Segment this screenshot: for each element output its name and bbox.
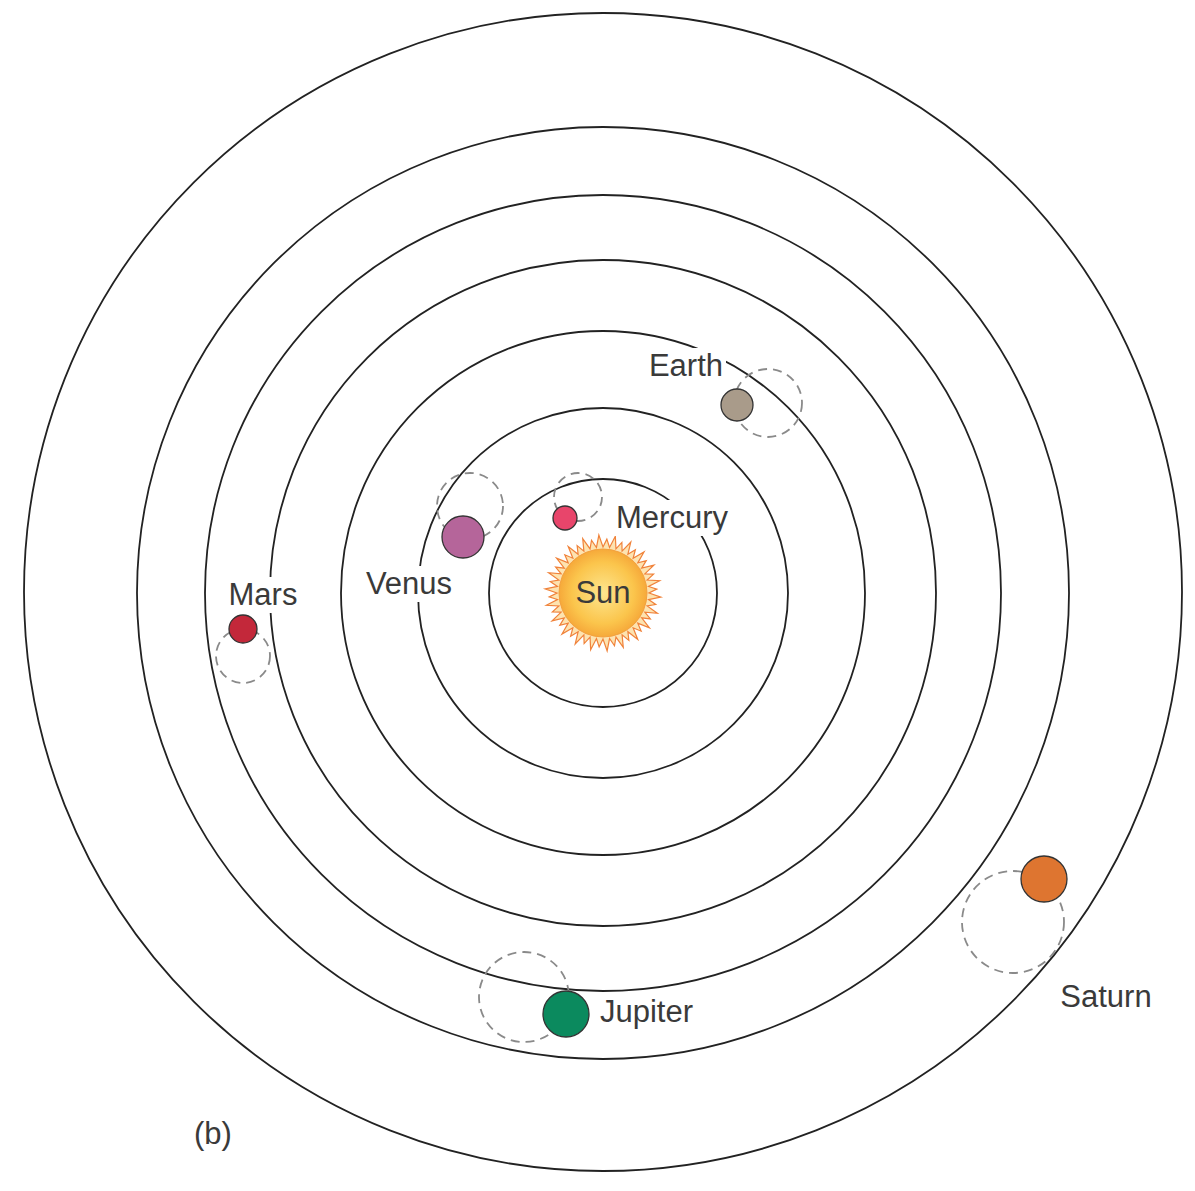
planet-mercury: [553, 506, 577, 530]
planet-label: Jupiter: [597, 994, 696, 1030]
orbit-rings: [24, 13, 1182, 1171]
planet-label: Earth: [646, 348, 726, 384]
planet-label: Saturn: [1057, 979, 1154, 1015]
planet-label: Mars: [226, 577, 301, 613]
sun-node: Sun: [538, 528, 668, 658]
planets: [229, 389, 1067, 1037]
planet-jupiter: [543, 991, 589, 1037]
orbit-ring: [418, 408, 788, 778]
planet-saturn: [1021, 856, 1067, 902]
planet-mars: [229, 615, 257, 643]
orbit-ring: [205, 195, 1001, 991]
epicycles: [216, 369, 1064, 1042]
orbit-ring: [24, 13, 1182, 1171]
planet-venus: [442, 516, 484, 558]
planet-earth: [721, 389, 753, 421]
sun-disc: [559, 549, 647, 637]
sun-corona: [545, 535, 661, 651]
planet-label: Venus: [363, 566, 455, 602]
orbit-ring: [137, 127, 1069, 1059]
orbit-ring: [341, 331, 865, 855]
planet-label: Mercury: [613, 500, 731, 536]
node-label: Sun: [575, 575, 630, 611]
orbit-ring: [270, 260, 936, 926]
panel-letter: (b): [191, 1116, 235, 1152]
